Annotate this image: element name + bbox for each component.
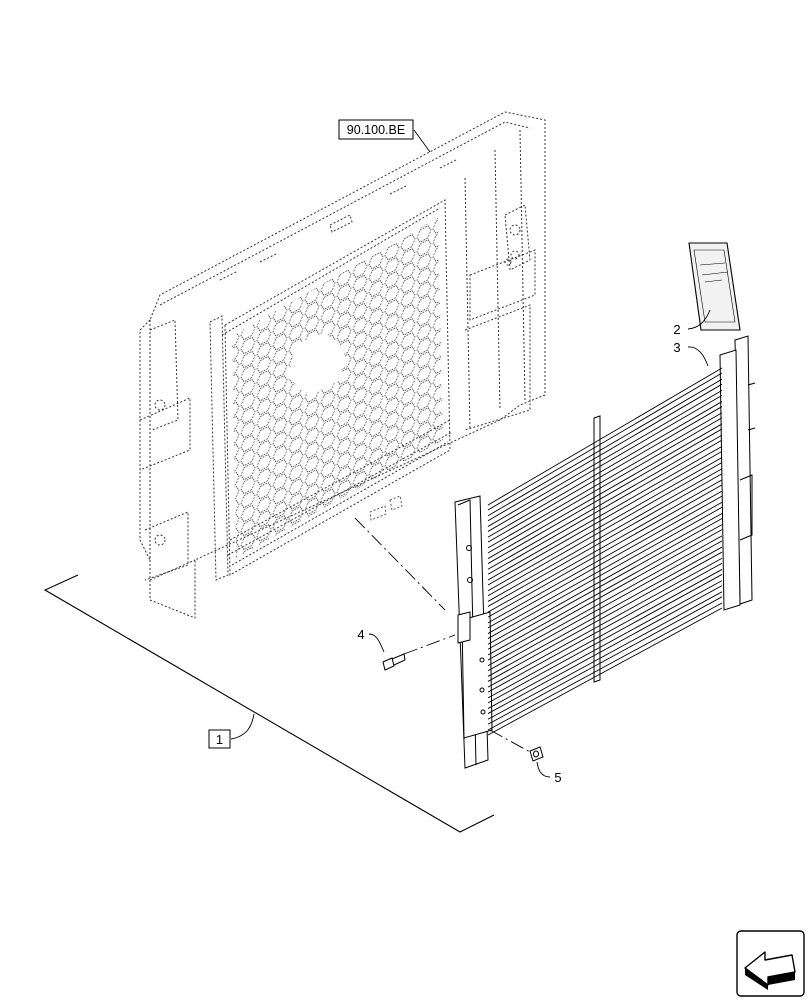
alignment-centerlines: [354, 517, 531, 753]
bolt-hardware: [382, 653, 406, 671]
condenser-tube: [487, 513, 723, 650]
callout-label-5[interactable]: 5: [554, 770, 561, 785]
condenser-tube: [487, 412, 723, 554]
condenser-tube: [487, 546, 723, 682]
condenser-core-part: [454, 335, 756, 769]
back-arrow-icon[interactable]: [736, 930, 805, 997]
condenser-tube-rows: [487, 367, 723, 736]
reference-label-box[interactable]: 90.100.BE: [338, 119, 414, 140]
callout-item-1[interactable]: 1: [208, 729, 231, 749]
condenser-tube: [487, 524, 723, 661]
condenser-tube: [487, 423, 723, 564]
condenser-tube: [487, 389, 723, 532]
condenser-tube: [487, 580, 723, 714]
condenser-tube: [487, 378, 723, 522]
condenser-tube: [487, 457, 723, 597]
frame-hardware-ghost: [369, 495, 403, 521]
condenser-tube: [487, 602, 723, 736]
assembly-base-outline: [43, 574, 495, 833]
condenser-tube: [487, 445, 723, 586]
condenser-tube: [487, 569, 723, 704]
decal-sheet-part: [688, 242, 741, 331]
nut-hardware: [529, 746, 544, 762]
condenser-tube: [487, 401, 723, 543]
callout-label-4[interactable]: 4: [357, 627, 364, 642]
condenser-tube: [487, 501, 723, 639]
condenser-tube: [487, 468, 723, 607]
callout-label-2[interactable]: 2: [673, 322, 680, 337]
reference-label-text: 90.100.BE: [347, 123, 405, 137]
condenser-tube: [487, 591, 723, 725]
condenser-tube: [487, 434, 723, 575]
leader-lines: [230, 129, 711, 778]
callout-label-3[interactable]: 3: [673, 340, 680, 355]
hex-mesh-screen: [232, 218, 443, 558]
condenser-tube: [487, 557, 723, 693]
condenser-tube: [487, 479, 723, 618]
condenser-tube: [487, 367, 723, 511]
callout-label-1: 1: [216, 732, 223, 747]
condenser-tube: [487, 490, 723, 629]
condenser-tube: [487, 535, 723, 672]
